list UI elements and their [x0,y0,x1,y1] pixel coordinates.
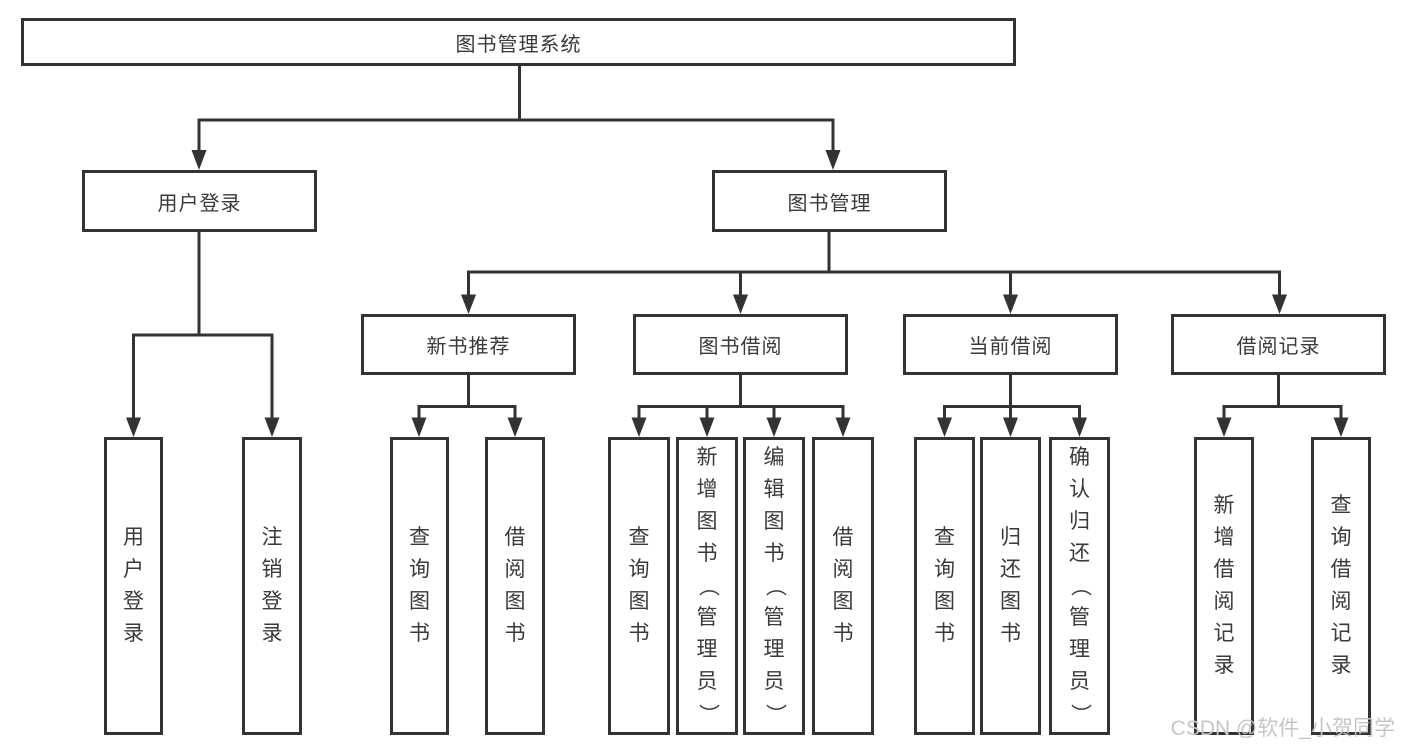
leaf-add-borrow-record-label: 新增借阅记录 [1213,494,1235,677]
leaf-confirm-return-admin-label: 确认归还（管理员） [1068,446,1092,725]
leaf-edit-book-admin-label: 编辑图书（管理员） [763,446,786,725]
leaf-user-login: 用户登录 [104,437,163,735]
node-new-book-recommend: 新书推荐 [361,314,576,375]
node-borrow-records: 借阅记录 [1171,314,1386,375]
leaf-current-search-books: 查询图书 [914,437,975,735]
node-current-borrow-label: 当前借阅 [968,336,1053,358]
leaf-search-borrow-record-label: 查询借阅记录 [1330,494,1352,677]
node-root: 图书管理系统 [21,18,1016,66]
leaf-logout: 注销登录 [242,437,302,735]
node-book-borrow-label: 图书借阅 [698,336,783,358]
node-current-borrow: 当前借阅 [903,314,1118,375]
node-user-login-label: 用户登录 [157,192,242,215]
node-borrow-records-label: 借阅记录 [1236,336,1321,358]
leaf-add-book-admin-label: 新增图书（管理员） [696,446,719,725]
leaf-borrow-search-books: 查询图书 [608,437,670,735]
leaf-newbook-search-books: 查询图书 [390,437,449,735]
leaf-logout-label: 注销登录 [261,526,283,645]
node-root-label: 图书管理系统 [455,33,582,56]
leaf-return-books: 归还图书 [980,437,1041,735]
node-book-borrow: 图书借阅 [633,314,848,375]
leaf-return-books-label: 归还图书 [1000,526,1021,645]
leaf-newbook-search-books-label: 查询图书 [409,526,430,645]
node-new-book-recommend-label: 新书推荐 [426,336,511,358]
leaf-search-borrow-record: 查询借阅记录 [1311,437,1371,735]
leaf-add-book-admin: 新增图书（管理员） [676,437,738,735]
leaf-borrow-borrow-books: 借阅图书 [812,437,874,735]
leaf-add-borrow-record: 新增借阅记录 [1194,437,1254,735]
leaf-borrow-borrow-books-label: 借阅图书 [832,526,854,645]
leaf-newbook-borrow-books: 借阅图书 [485,437,545,735]
leaf-edit-book-admin: 编辑图书（管理员） [743,437,805,735]
node-book-management-label: 图书管理 [787,192,872,215]
node-user-login: 用户登录 [82,170,317,232]
leaf-confirm-return-admin: 确认归还（管理员） [1049,437,1110,735]
watermark: CSDN @软件_小贺同学 [1170,717,1395,740]
node-book-management: 图书管理 [712,170,947,232]
leaf-user-login-label: 用户登录 [123,526,144,645]
leaf-current-search-books-label: 查询图书 [934,526,955,645]
leaf-borrow-search-books-label: 查询图书 [628,526,650,645]
leaf-newbook-borrow-books-label: 借阅图书 [504,526,526,645]
